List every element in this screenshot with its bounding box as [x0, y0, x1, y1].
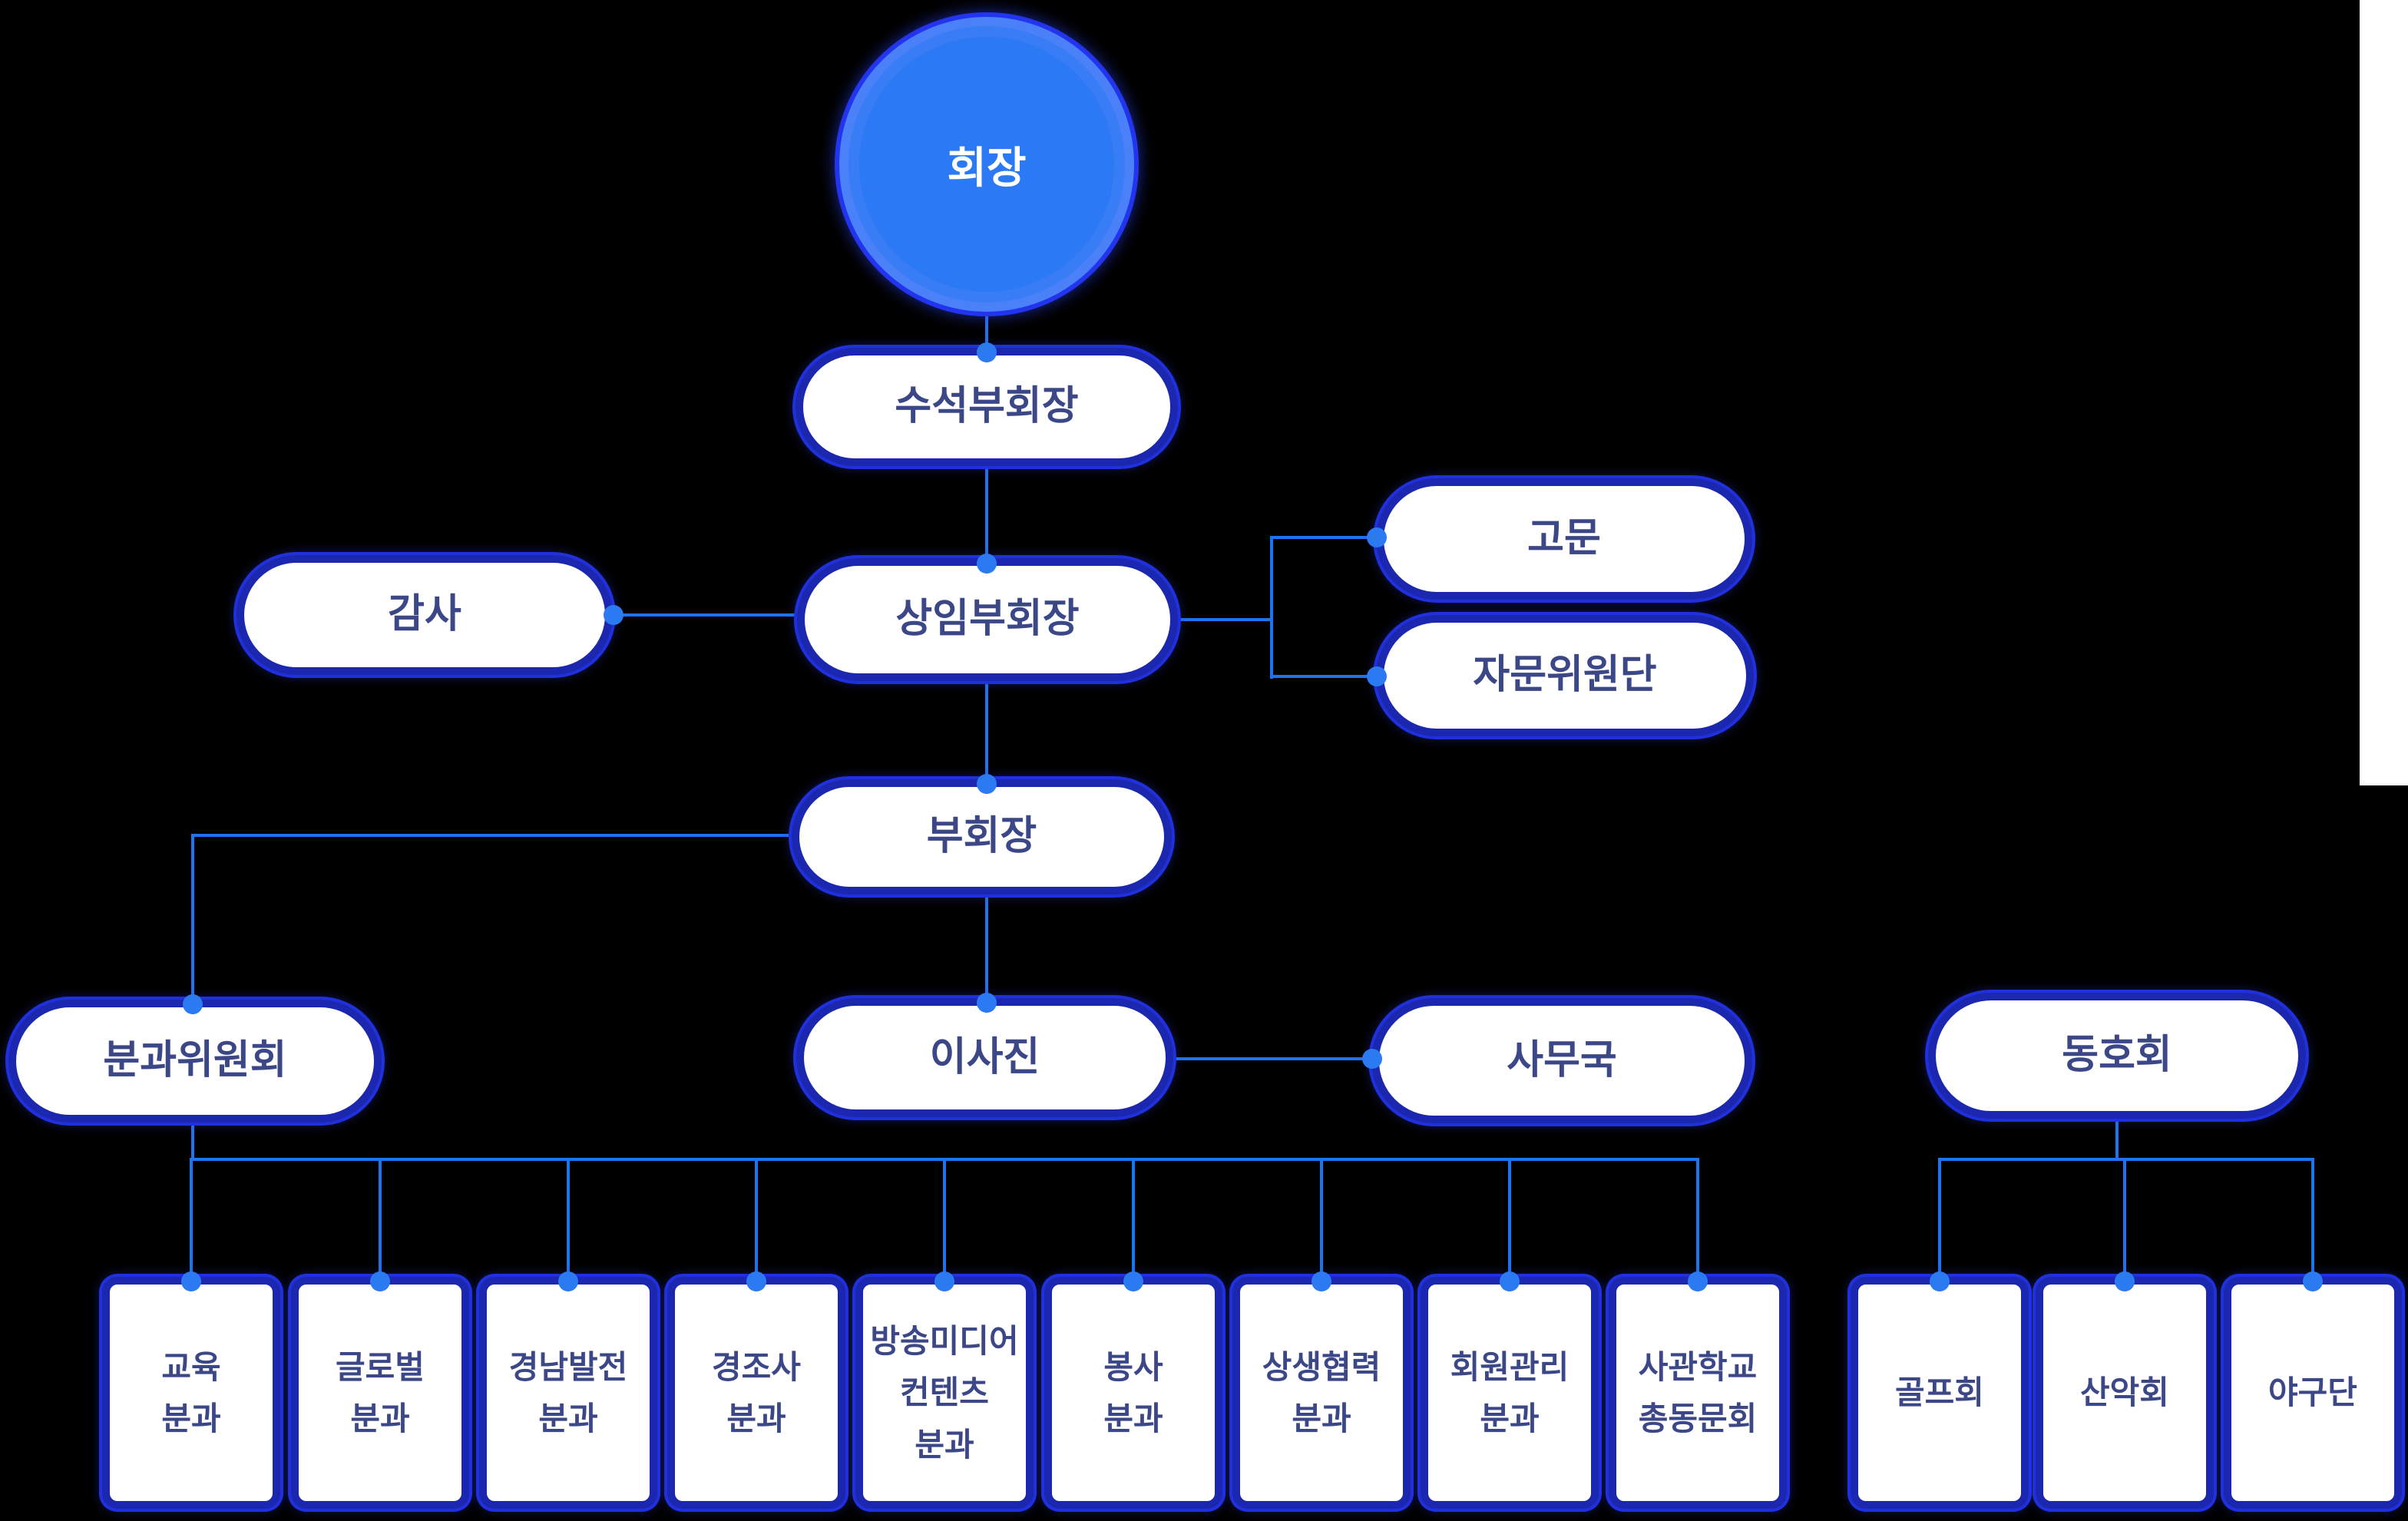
node-advisory-committee: 자문위원단 — [1376, 615, 1754, 736]
node-label: 감사 — [388, 591, 461, 638]
connector-line — [1508, 1159, 1511, 1281]
node-subcommittee: 분과위원회 — [8, 1000, 382, 1123]
connector-line — [191, 834, 194, 1003]
node-division-volunteer: 봉사 분과 — [1044, 1277, 1222, 1509]
connector-dot — [604, 605, 624, 625]
connector-line — [2115, 1117, 2119, 1161]
node-club-hiking: 산악회 — [2036, 1277, 2214, 1509]
connector-line — [985, 465, 988, 565]
node-secretariat: 사무국 — [1371, 998, 1752, 1123]
connector-line — [755, 1159, 758, 1281]
connector-dot — [370, 1271, 390, 1291]
node-club-baseball: 야구단 — [2224, 1277, 2402, 1509]
node-label: 상임부회장 — [895, 596, 1080, 643]
node-label: 방송미디어 컨텐츠 분과 — [870, 1322, 1019, 1463]
node-label: 사관학교 총동문회 — [1638, 1347, 1758, 1437]
connector-line — [191, 834, 795, 837]
node-label: 글로벌 분과 — [336, 1347, 425, 1437]
node-division-win-win-cooperation: 상생협력 분과 — [1232, 1277, 1411, 1509]
right-edge-white-strip — [2360, 0, 2408, 785]
connector-line — [1270, 675, 1378, 678]
node-club-golf: 골프회 — [1851, 1277, 2029, 1509]
connector-line — [1270, 536, 1378, 539]
connector-line — [1172, 1057, 1373, 1060]
connector-dot — [1123, 1271, 1143, 1291]
connector-line — [1696, 1159, 1699, 1281]
node-label: 경남발전 분과 — [508, 1347, 628, 1437]
node-division-gyeongnam-development: 경남발전 분과 — [479, 1277, 657, 1509]
node-label: 수석부회장 — [895, 383, 1079, 430]
connector-dot — [977, 774, 997, 794]
node-division-broadcast-media-contents: 방송미디어 컨텐츠 분과 — [855, 1277, 1034, 1509]
node-advisor: 고문 — [1376, 478, 1752, 600]
node-chairman: 회장 — [835, 12, 1139, 316]
connector-line — [2123, 1159, 2126, 1281]
node-label: 사무국 — [1507, 1037, 1617, 1083]
connector-dot — [977, 993, 997, 1013]
connector-dot — [746, 1271, 766, 1291]
node-label: 골프회 — [1895, 1374, 1984, 1412]
node-label: 회원관리 분과 — [1450, 1347, 1570, 1437]
node-label: 교육 분과 — [161, 1347, 221, 1437]
connector-line — [191, 1121, 194, 1161]
connector-line — [985, 893, 988, 1000]
connector-line — [1938, 1158, 2314, 1161]
connector-line — [1320, 1159, 1323, 1281]
connector-line — [1938, 1159, 1941, 1281]
node-vice-chairman: 부회장 — [792, 779, 1172, 894]
connector-line — [190, 1159, 193, 1281]
connector-line — [985, 679, 988, 782]
connector-dot — [1930, 1271, 1950, 1291]
node-label: 분과위원회 — [103, 1037, 287, 1084]
node-label: 봉사 분과 — [1103, 1347, 1163, 1437]
connector-dot — [1367, 527, 1387, 547]
connector-dot — [1367, 666, 1387, 686]
connector-line — [1132, 1159, 1135, 1281]
connector-dot — [2303, 1271, 2323, 1291]
connector-line — [985, 315, 988, 350]
node-division-education: 교육 분과 — [102, 1277, 280, 1509]
connector-line — [567, 1159, 570, 1281]
connector-dot — [2115, 1271, 2135, 1291]
connector-dot — [977, 554, 997, 574]
node-division-academy-alumni: 사관학교 총동문회 — [1609, 1277, 1787, 1509]
connector-dot — [977, 342, 997, 362]
node-label: 야구단 — [2268, 1374, 2357, 1412]
node-board: 이사진 — [796, 998, 1173, 1117]
connector-line — [1176, 618, 1273, 621]
connector-dot — [934, 1271, 954, 1291]
connector-line — [2311, 1159, 2314, 1281]
node-label: 경조사 분과 — [712, 1347, 801, 1437]
connector-line — [613, 613, 799, 617]
node-label: 회장 — [947, 143, 1027, 193]
node-label: 이사진 — [929, 1033, 1040, 1080]
connector-dot — [1362, 1049, 1382, 1069]
connector-dot — [1500, 1271, 1520, 1291]
connector-line — [1270, 536, 1273, 679]
node-senior-vice-chairman: 수석부회장 — [796, 348, 1178, 466]
connector-dot — [1688, 1271, 1708, 1291]
node-division-member-management: 회원관리 분과 — [1421, 1277, 1599, 1509]
connector-dot — [181, 1271, 201, 1291]
node-division-global: 글로벌 분과 — [291, 1277, 469, 1509]
node-division-family-events: 경조사 분과 — [667, 1277, 845, 1509]
node-executive-vice-chairman: 상임부회장 — [797, 558, 1178, 681]
connector-line — [379, 1159, 382, 1281]
node-auditor: 감사 — [237, 555, 613, 675]
connector-dot — [558, 1271, 578, 1291]
node-label: 고문 — [1527, 515, 1601, 562]
node-label: 자문위원단 — [1473, 652, 1657, 699]
node-label: 상생협력 분과 — [1262, 1347, 1381, 1437]
node-clubs-group: 동호회 — [1928, 993, 2306, 1119]
node-label: 산악회 — [2080, 1374, 2169, 1412]
node-label: 동호회 — [2062, 1032, 2172, 1079]
connector-line — [943, 1159, 946, 1281]
connector-dot — [183, 994, 203, 1014]
connector-dot — [1312, 1271, 1331, 1291]
node-label: 부회장 — [926, 813, 1037, 860]
